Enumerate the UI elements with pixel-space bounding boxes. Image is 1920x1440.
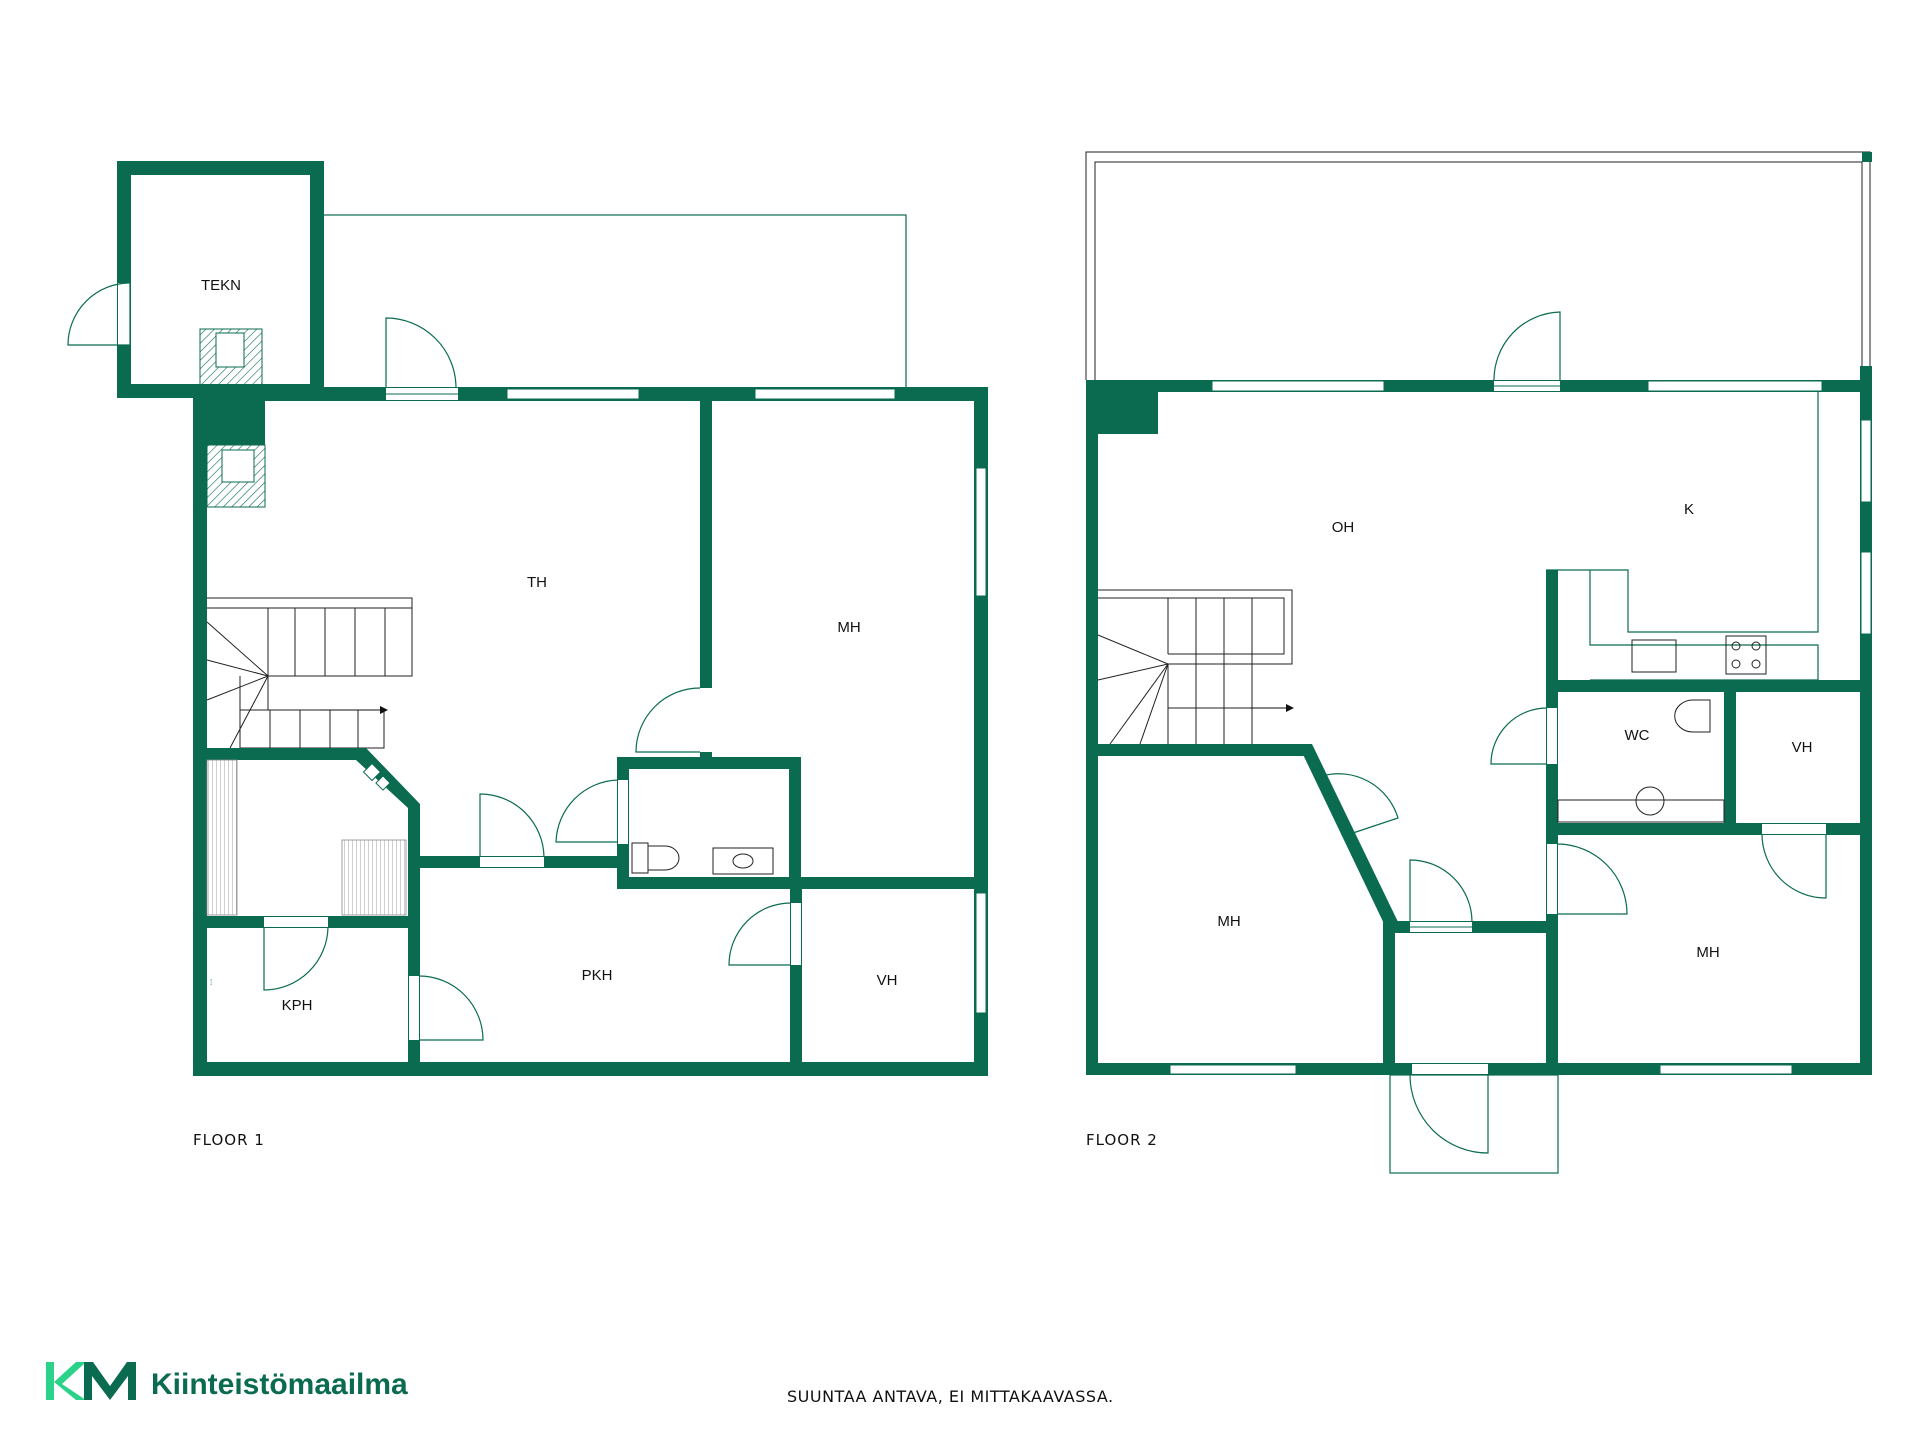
room-label-vh: VH: [1792, 739, 1813, 756]
wall-th-mh: [700, 387, 712, 757]
window: [1860, 419, 1872, 503]
balcony-door: [1493, 311, 1561, 382]
tekn-door-gap: [118, 283, 130, 345]
window: [1659, 1064, 1793, 1075]
sauna-bench: [341, 839, 407, 916]
entrance-porch: [1389, 1074, 1559, 1174]
brand-logo: Kiinteistömaailma: [46, 1362, 408, 1401]
pkh-door: [479, 793, 545, 858]
toilet-icon: [631, 842, 680, 874]
kitchen-sink-icon: [1631, 639, 1677, 673]
window: [1169, 1064, 1297, 1075]
floor-1-label: FLOOR 1: [193, 1131, 265, 1149]
kitchen-counter: [1546, 392, 1819, 681]
wc-walls: [617, 757, 987, 889]
room-label-th: TH: [527, 574, 547, 591]
sauna-bench: [206, 759, 238, 916]
room-label-pkh: PKH: [582, 967, 613, 984]
vh-door: [728, 902, 792, 966]
wc-door: [555, 779, 619, 843]
window: [1211, 380, 1385, 392]
room-label-wc: WC: [1625, 727, 1650, 744]
sauna-door: [263, 926, 329, 991]
floor-1-room-labels: TEKN TH MH KPH PKH VH: [201, 277, 897, 1014]
staircase-floor-1: [206, 597, 413, 749]
window: [1647, 380, 1823, 392]
mh-right-door: [1556, 843, 1628, 915]
entrance-door: [1409, 1074, 1489, 1154]
terrace-door: [385, 317, 457, 389]
floor-2-label: FLOOR 2: [1086, 1131, 1158, 1149]
mh-left-walls: [1086, 744, 1558, 1075]
vh-door: [1761, 833, 1827, 899]
window: [975, 467, 987, 597]
wet-room-walls: [1546, 570, 1872, 940]
toilet-icon: [1674, 699, 1711, 733]
room-label-vh: VH: [877, 972, 898, 989]
staircase-floor-2: [1097, 589, 1294, 745]
disclaimer-text: SUUNTAA ANTAVA, EI MITTAKAAVASSA.: [787, 1387, 1114, 1406]
wc-door: [1490, 707, 1548, 765]
room-label-mh: MH: [837, 619, 860, 636]
mh-door: [635, 687, 701, 753]
room-label-oh: OH: [1332, 519, 1355, 536]
brand-name: Kiinteistömaailma: [151, 1368, 408, 1401]
floor-2-outer-walls: [1086, 366, 1872, 1075]
terrace-outline: [321, 214, 907, 391]
floor-2-room-labels: OH K WC VH MH MH: [1217, 501, 1812, 961]
window: [975, 892, 987, 1014]
window: [754, 388, 896, 400]
sink-icon: [712, 847, 774, 875]
mh-left-door: [1321, 773, 1399, 835]
stove-icon: [1725, 635, 1767, 675]
svg-text:⁞: ⁞: [210, 978, 212, 987]
sauna-walls: [193, 748, 623, 1070]
floor-1-plan: ⁞: [67, 161, 988, 1076]
floor-2-plan: [1085, 151, 1872, 1174]
window: [506, 388, 640, 400]
window: [1860, 551, 1872, 635]
kph-door: [418, 975, 484, 1041]
room-label-mh-left: MH: [1217, 913, 1240, 930]
shower-drain-icon: [1635, 786, 1665, 816]
room-label-k: K: [1684, 501, 1694, 518]
tekn-door: [67, 282, 131, 346]
room-label-kph: KPH: [282, 997, 313, 1014]
room-label-tekn: TEKN: [201, 277, 241, 294]
balcony-outline: [1085, 151, 1871, 380]
room-label-mh-right: MH: [1696, 944, 1719, 961]
hall-door: [1409, 859, 1473, 923]
